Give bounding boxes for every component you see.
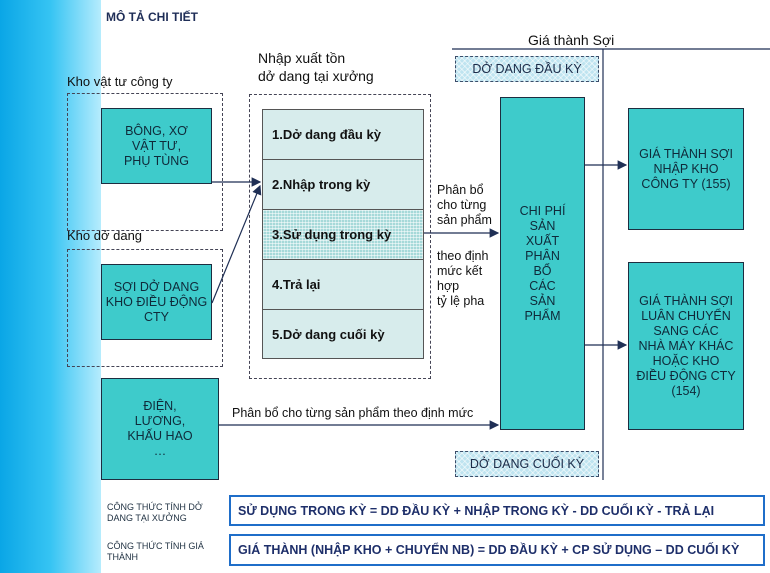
- kho-vat-tu-group: [67, 93, 223, 231]
- soi-do-dang-line: SỢI DỞ DANG: [113, 279, 200, 294]
- chi-phi-line: CÁC: [529, 278, 556, 293]
- bong-xo-line: BÔNG, XƠ: [125, 123, 188, 138]
- bong-xo-line: VẬT TƯ,: [131, 138, 182, 153]
- chi-phi-line: BỔ: [533, 263, 552, 278]
- gia-thanh-154-line: ĐIỀU ĐỘNG CTY: [636, 368, 736, 383]
- kho-do-dang-group: [67, 249, 223, 367]
- gia-thanh-155-box: GIÁ THÀNH SỢI NHẬP KHO CÔNG TY (155): [628, 108, 744, 230]
- formula-label-line: CÔNG THỨC TÍNH GIÁ: [107, 541, 204, 551]
- gia-thanh-154-box: GIÁ THÀNH SỢI LUÂN CHUYỂN SANG CÁC NHÀ M…: [628, 262, 744, 430]
- bong-xo-line: PHỤ TÙNG: [123, 153, 190, 168]
- page-title: MÔ TẢ CHI TIẾT: [106, 10, 198, 24]
- dien-luong-line: KHẤU HAO: [127, 429, 193, 443]
- kho-vat-tu-label: Kho vật tư công ty: [67, 74, 173, 89]
- phan-bo-bottom-annotation: Phân bổ cho từng sản phẩm theo định mức: [232, 406, 474, 420]
- chi-phi-line: PHÂN: [525, 248, 560, 263]
- gia-thanh-154-line: SANG CÁC: [653, 323, 719, 338]
- soi-do-dang-line: CTY: [144, 309, 169, 324]
- chi-phi-line: CHI PHÍ: [519, 203, 566, 218]
- chi-phi-line: SẢN: [529, 293, 556, 308]
- chi-phi-box: CHI PHÍ SẢN XUẤT PHÂN BỔ CÁC SẢN PHẨM: [500, 97, 585, 430]
- stack-row-su-dung-trong-ky: 3.Sử dụng trong kỳ: [263, 210, 423, 260]
- gia-thanh-155-line: CÔNG TY (155): [641, 176, 731, 191]
- formula-label-line: THÀNH: [107, 552, 138, 562]
- gia-thanh-154-line: GIÁ THÀNH SỢI: [639, 293, 733, 308]
- dien-luong-line: LƯƠNG,: [134, 414, 186, 428]
- theo-dinh-muc-line: hợp: [437, 279, 460, 293]
- stack-row-do-dang-cuoi-ky: 5.Dở dang cuối kỳ: [272, 326, 385, 342]
- formula-label-line: DANG TẠI XƯỞNG: [107, 513, 187, 523]
- soi-do-dang-box: SỢI DỞ DANG KHO ĐIỀU ĐỘNG CTY: [101, 264, 212, 340]
- phan-bo-line: sản phẩm: [437, 213, 492, 227]
- dd-dau-ky-box: DỞ DANG ĐẦU KỲ: [455, 56, 599, 82]
- chi-phi-line: XUẤT: [525, 233, 560, 248]
- dd-cuoi-ky-box: DỞ DANG CUỐI KỲ: [455, 451, 599, 477]
- sidebar-gradient: [0, 0, 101, 573]
- formula-label-1: CÔNG THỨC TÍNH DỞ DANG TẠI XƯỞNG: [107, 502, 203, 524]
- stack-row-tra-lai: 4.Trả lại: [263, 260, 423, 310]
- gia-thanh-155-line: GIÁ THÀNH SỢI: [639, 146, 733, 161]
- phan-bo-line: cho từng: [437, 198, 487, 212]
- nhap-xuat-ton-label-1: Nhập xuất tồn: [258, 50, 346, 66]
- theo-dinh-muc-line: mức kết: [437, 264, 483, 278]
- formula-box-1: SỬ DỤNG TRONG KỲ = DD ĐẦU KỲ + NHẬP TRON…: [229, 495, 765, 526]
- theo-dinh-muc-line: theo định: [437, 249, 489, 263]
- bong-xo-box: BÔNG, XƠ VẬT TƯ, PHỤ TÙNG: [101, 108, 212, 184]
- formula-label-2: CÔNG THỨC TÍNH GIÁ THÀNH: [107, 541, 204, 563]
- gia-thanh-154-line: HOẶC KHO: [652, 353, 720, 368]
- dien-luong-line: …: [153, 444, 167, 458]
- gia-thanh-154-line: (154): [671, 383, 701, 398]
- dien-luong-line: ĐIỆN,: [143, 399, 177, 413]
- nhap-xuat-ton-label-2: dở dang tại xưởng: [258, 68, 374, 84]
- formula-box-2: GIÁ THÀNH (NHẬP KHO + CHUYỂN NB) = DD ĐẦ…: [229, 534, 765, 566]
- soi-do-dang-line: KHO ĐIỀU ĐỘNG: [105, 294, 208, 309]
- gia-thanh-154-line: LUÂN CHUYỂN: [641, 308, 731, 323]
- phan-bo-line: Phân bổ: [437, 183, 484, 197]
- phan-bo-annotation: Phân bổ cho từng sản phẩm: [437, 183, 492, 228]
- theo-dinh-muc-annotation: theo định mức kết hợp tỷ lệ pha: [437, 249, 488, 309]
- gia-thanh-soi-label: Giá thành Sợi: [528, 32, 615, 48]
- chi-phi-line: SẢN: [529, 218, 556, 233]
- theo-dinh-muc-line: tỷ lệ pha: [437, 294, 485, 308]
- gia-thanh-155-line: NHẬP KHO: [653, 161, 719, 176]
- formula-label-line: CÔNG THỨC TÍNH DỞ: [107, 502, 203, 512]
- kho-do-dang-label: Kho dở dang: [67, 228, 143, 243]
- chi-phi-line: PHẨM: [524, 308, 561, 323]
- stack-row-do-dang-dau-ky: 1.Dở dang đầu kỳ: [263, 110, 423, 160]
- dien-luong-box: ĐIỆN, LƯƠNG, KHẤU HAO …: [101, 378, 219, 480]
- stack-row-nhap-trong-ky: 2.Nhập trong kỳ: [263, 160, 423, 210]
- gia-thanh-154-line: NHÀ MÁY KHÁC: [638, 338, 734, 353]
- nhap-xuat-ton-stack: 1.Dở dang đầu kỳ 2.Nhập trong kỳ 3.Sử dụ…: [262, 109, 424, 359]
